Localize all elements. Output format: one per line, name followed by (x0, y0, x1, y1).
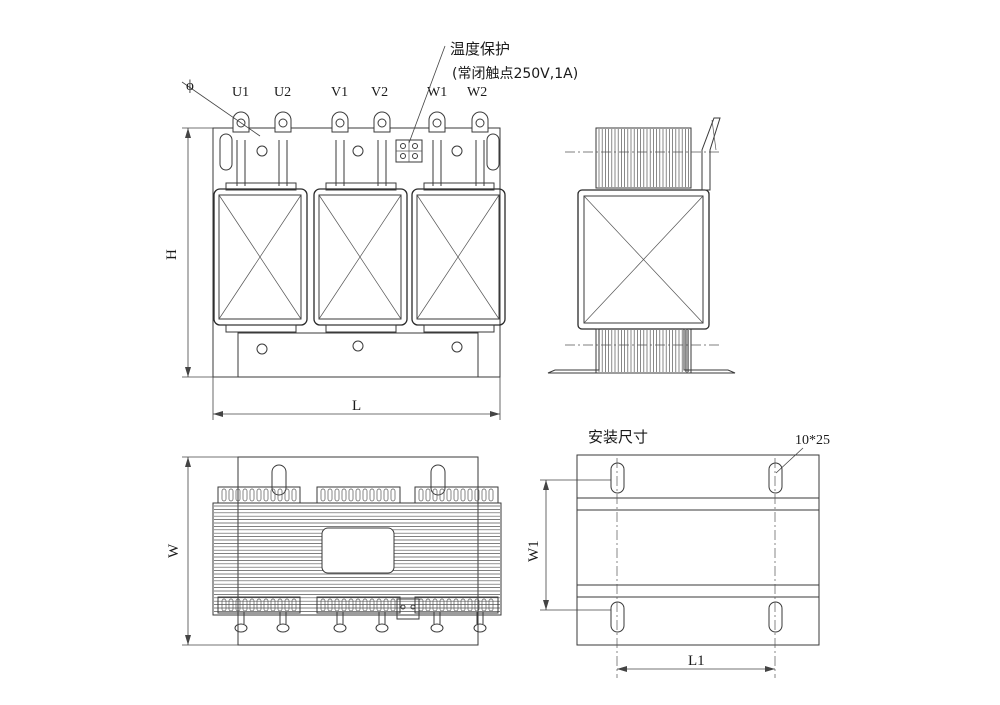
mounting-title: 安装尺寸 (588, 428, 648, 446)
top-slot-right (486, 133, 500, 171)
dim-l1-label: L1 (688, 653, 705, 669)
mount-hole-mid (352, 340, 364, 352)
mount-slot-bl (610, 601, 625, 633)
lug-v1 (331, 111, 349, 186)
diameter-leader (181, 81, 261, 137)
side-lam-top (595, 127, 692, 189)
dim-w-label: W (166, 543, 182, 558)
side-foot-left (547, 328, 600, 374)
front-view: U1 U2 V1 V2 W1 W2 ϕ 温度保护 (常闭触点250V,1A) H… (164, 40, 578, 420)
lug-u2 (274, 111, 292, 186)
mounting-slot-label: 10*25 (795, 433, 830, 448)
label-v1: V1 (331, 85, 348, 100)
thermal-title: 温度保护 (450, 40, 510, 58)
diameter-symbol: ϕ (186, 78, 194, 94)
slot-leader (775, 447, 804, 474)
label-v2: V2 (371, 85, 388, 100)
coil-w (411, 182, 506, 333)
dim-h-label: H (164, 249, 180, 260)
label-w1: W1 (427, 85, 447, 100)
mount-slot-tr (768, 462, 783, 494)
top-base-plate (237, 456, 479, 646)
label-u1: U1 (232, 85, 249, 100)
mounting-view: 安装尺寸 10*25 W1 L1 (526, 428, 830, 678)
lug-w1 (428, 111, 446, 186)
side-coil (577, 189, 710, 330)
mount-slot-br (768, 601, 783, 633)
mount-plate (576, 454, 820, 646)
thermal-protector-block (395, 139, 423, 163)
mount-hole-left (256, 343, 268, 355)
label-u2: U2 (274, 85, 291, 100)
terminal-lugs (232, 111, 489, 186)
top-hole-2 (352, 145, 364, 157)
thermal-leader (408, 45, 446, 144)
side-terminal (701, 117, 721, 191)
coil-u (213, 182, 308, 333)
top-slot-left (219, 133, 233, 171)
side-foot-right (683, 328, 736, 374)
lug-w2 (471, 111, 489, 186)
top-window (321, 527, 395, 574)
lug-u1 (232, 111, 250, 186)
label-w2: W2 (467, 85, 487, 100)
coil-v (313, 182, 408, 333)
top-hole-1 (256, 145, 268, 157)
front-mount-bar (237, 332, 479, 378)
top-hole-3 (451, 145, 463, 157)
mount-hole-right (451, 341, 463, 353)
lug-v2 (373, 111, 391, 186)
side-view (547, 117, 736, 374)
front-back-plate (212, 127, 501, 378)
mount-slot-tl (610, 462, 625, 494)
dim-w1-label: W1 (526, 540, 542, 562)
dim-l-label: L (352, 398, 361, 414)
top-thermal-block (396, 598, 420, 620)
top-view: W (166, 456, 502, 646)
thermal-spec: (常闭触点250V,1A) (452, 66, 578, 82)
